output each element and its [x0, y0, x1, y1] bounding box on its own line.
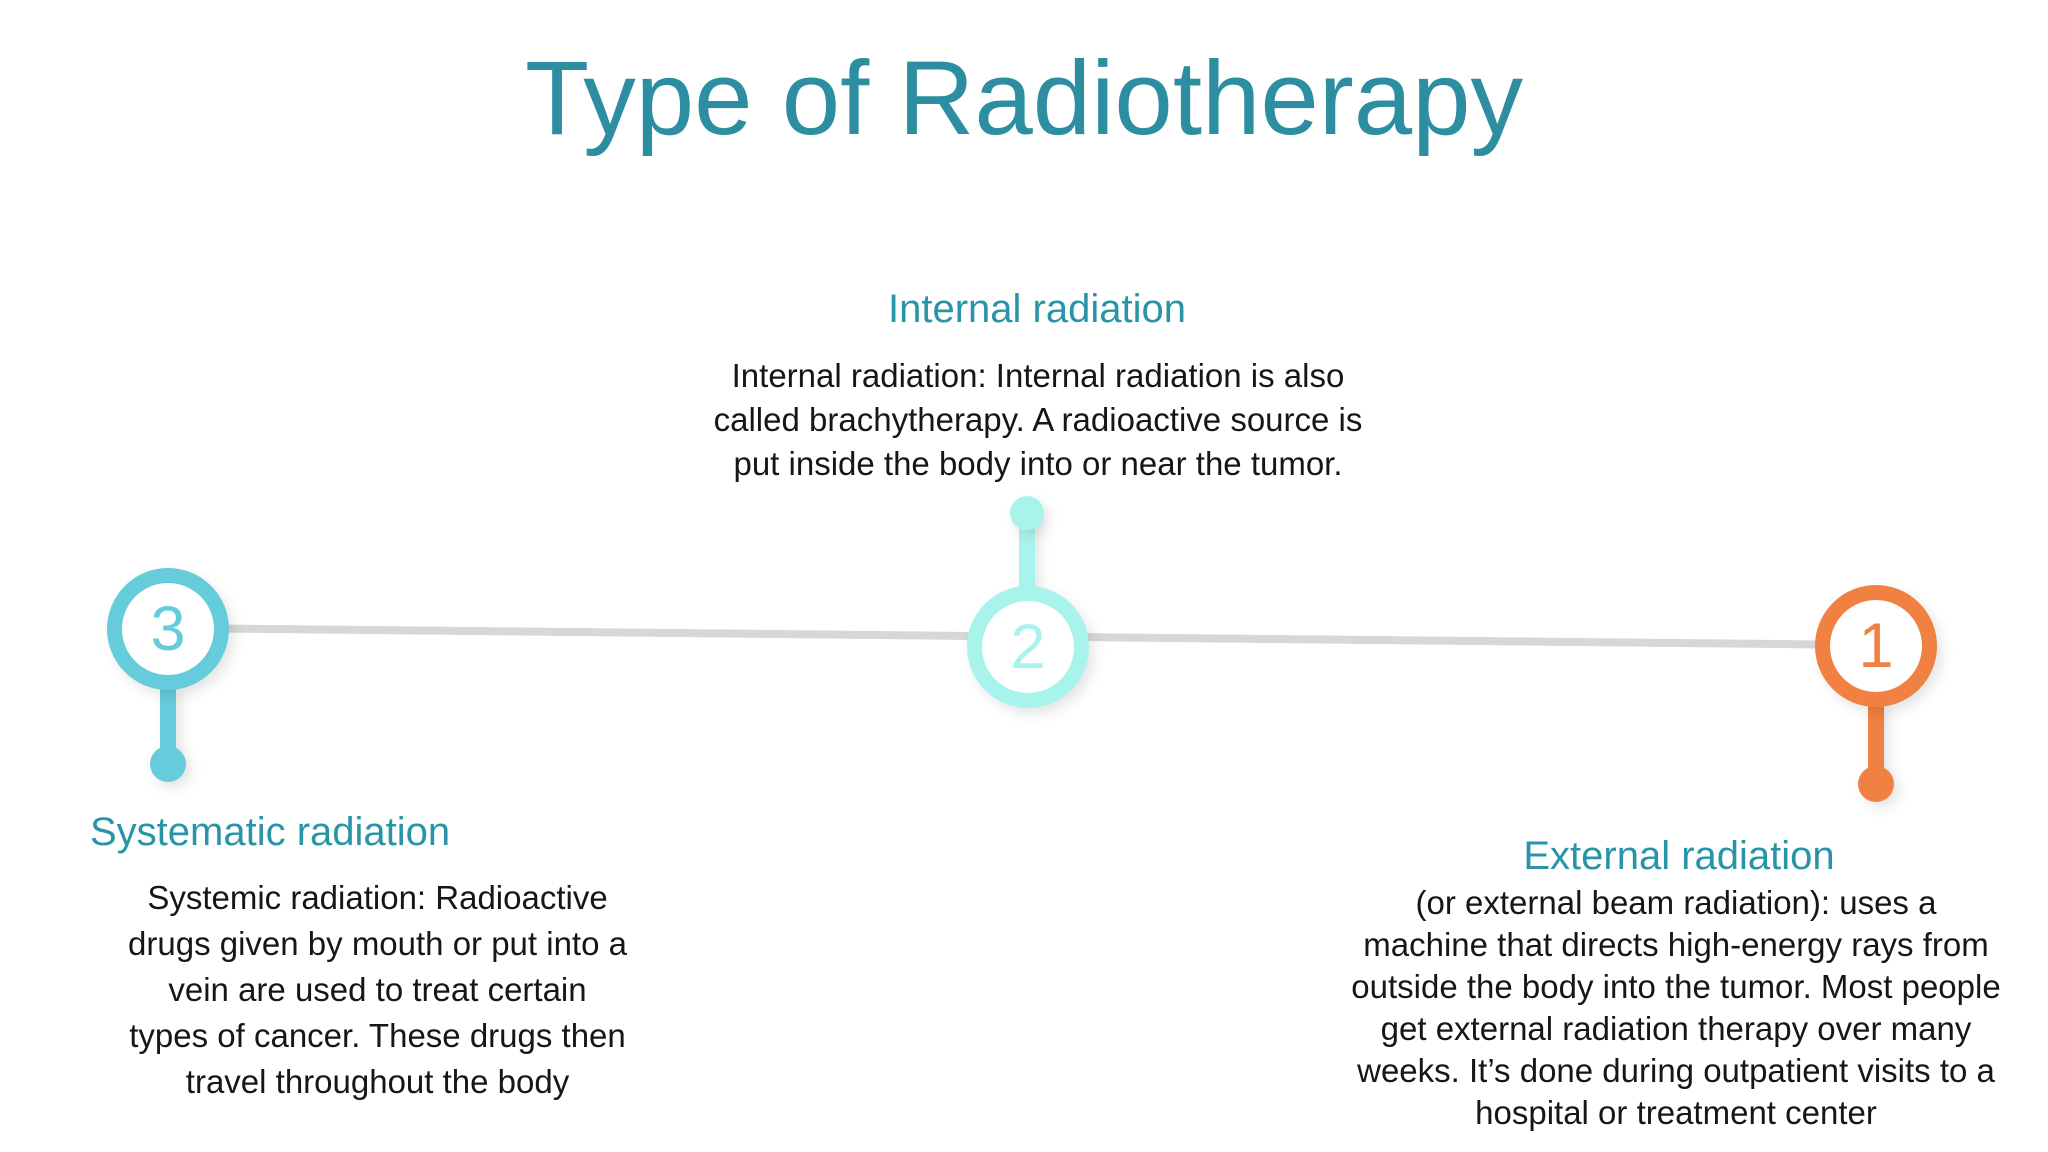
milestone-3-dot — [150, 746, 186, 782]
milestone-2-number: 2 — [1010, 612, 1046, 682]
milestone-1-stem — [1868, 700, 1884, 786]
section-heading-internal: Internal radiation — [888, 287, 1186, 331]
body-line: drugs given by mouth or put into a — [128, 925, 627, 962]
body-line: machine that directs high-energy rays fr… — [1363, 926, 1989, 963]
milestone-1-dot — [1858, 766, 1894, 802]
milestone-3-number: 3 — [150, 594, 186, 664]
section-body-systematic: Systemic radiation: Radioactive drugs gi… — [95, 875, 660, 1105]
section-heading-external: External radiation — [1523, 834, 1835, 878]
body-line: Internal radiation: Internal radiation i… — [731, 357, 1345, 394]
milestone-2-circle: 2 — [967, 586, 1089, 708]
milestone-2-stem — [1019, 513, 1035, 595]
section-heading-systematic: Systematic radiation — [90, 810, 451, 854]
body-line: put inside the body into or near the tum… — [733, 445, 1343, 482]
page-title: Type of Radiotherapy — [524, 40, 1524, 157]
body-line: get external radiation therapy over many — [1380, 1010, 1972, 1047]
body-line: Systemic radiation: Radioactive — [147, 879, 608, 916]
body-line: travel throughout the body — [185, 1063, 570, 1100]
body-line: called brachytherapy. A radioactive sour… — [713, 401, 1363, 438]
body-line: (or external beam radiation): uses a — [1415, 884, 1937, 921]
milestone-3-circle: 3 — [107, 568, 229, 690]
section-body-external: (or external beam radiation): uses a mac… — [1322, 882, 2030, 1134]
milestone-1-circle: 1 — [1815, 585, 1937, 707]
milestone-2-dot — [1010, 496, 1044, 530]
body-line: types of cancer. These drugs then — [129, 1017, 626, 1054]
body-line: outside the body into the tumor. Most pe… — [1351, 968, 2001, 1005]
body-line: hospital or treatment center — [1475, 1094, 1877, 1131]
section-body-internal: Internal radiation: Internal radiation i… — [688, 354, 1388, 486]
body-line: vein are used to treat certain — [168, 971, 587, 1008]
milestone-3-stem — [160, 682, 176, 766]
milestone-1-number: 1 — [1858, 611, 1894, 681]
body-line: weeks. It’s done during outpatient visit… — [1357, 1052, 1995, 1089]
